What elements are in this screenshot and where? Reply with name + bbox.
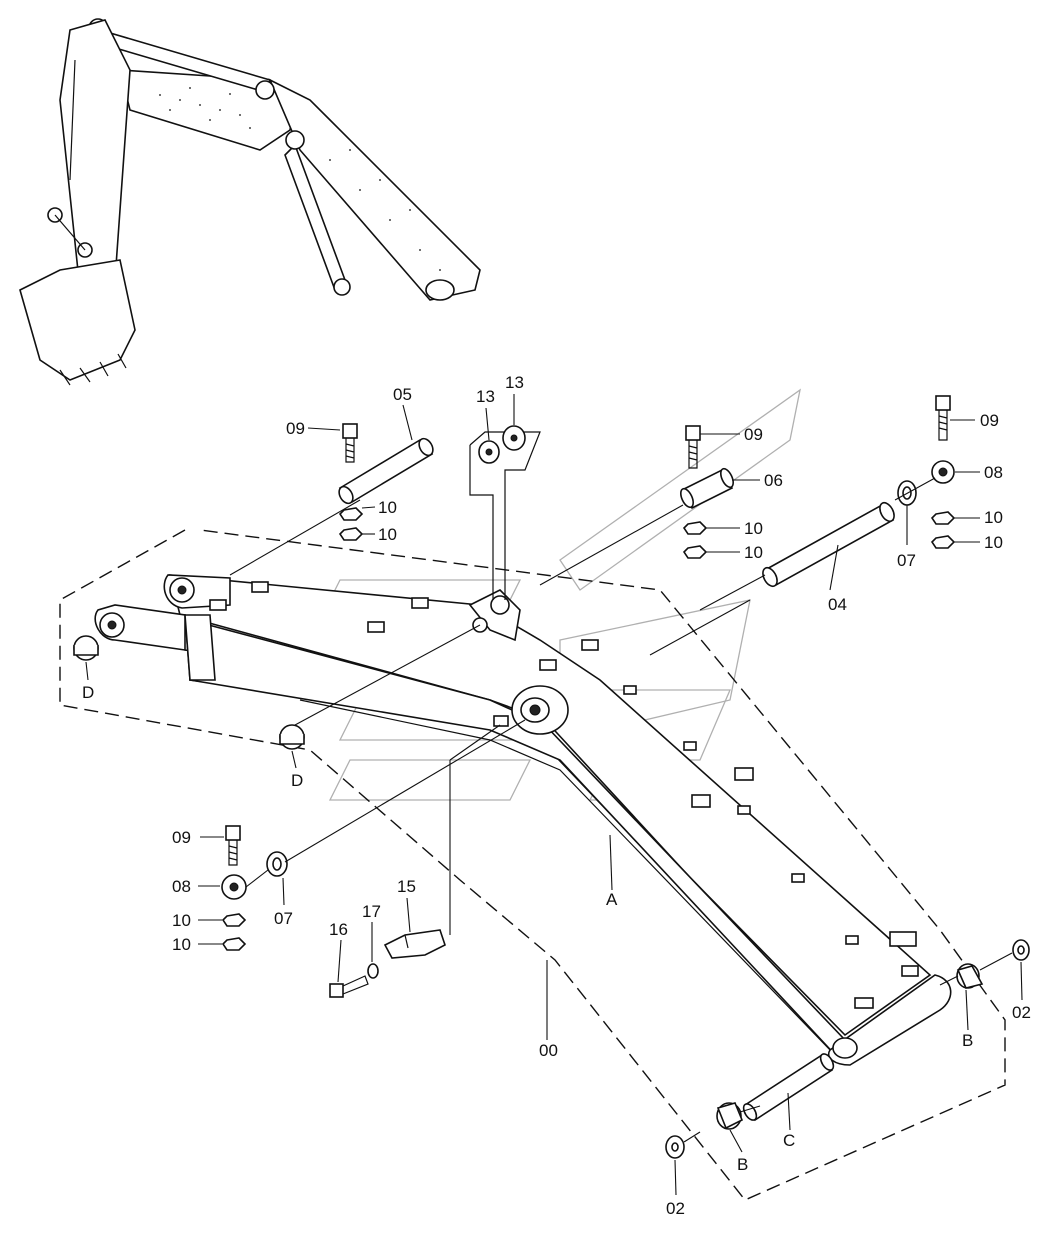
label-09-lower-left: 09 — [172, 828, 191, 847]
bolt-09-upper-right — [935, 395, 951, 441]
assembly-outline — [59, 529, 1006, 1201]
pin-C — [742, 1053, 835, 1122]
bolt-09-lower-left — [225, 825, 241, 866]
washer-07-lower — [266, 851, 288, 877]
pin-06 — [680, 467, 734, 510]
nut-10-upper-left — [338, 507, 364, 541]
pin-04 — [762, 501, 895, 588]
collar-08-lower — [221, 874, 247, 900]
label-09-upper-right: 09 — [980, 411, 999, 430]
leader-lines — [85, 394, 1023, 1196]
washer-02-right — [1012, 939, 1030, 961]
label-10-upper-right-b: 10 — [984, 533, 1003, 552]
label-07-lower: 07 — [274, 909, 293, 928]
label-08-lower: 08 — [172, 877, 191, 896]
bushing-B-left — [716, 1102, 744, 1130]
pin-05 — [338, 437, 434, 505]
label-10-upper-middle-b: 10 — [744, 543, 763, 562]
label-06: 06 — [764, 471, 783, 490]
label-B-left: B — [737, 1155, 748, 1174]
label-10-lower-left-a: 10 — [172, 911, 191, 930]
bracket-15 — [383, 929, 446, 959]
nut-10-lower-left — [221, 913, 247, 951]
bushing-D-upper — [73, 635, 99, 661]
label-09-upper-middle: 09 — [744, 425, 763, 444]
label-13-left: 13 — [476, 387, 495, 406]
bolt-09-upper-left — [342, 423, 358, 463]
label-08-upper: 08 — [984, 463, 1003, 482]
bolt-16 — [329, 975, 369, 998]
label-15: 15 — [397, 877, 416, 896]
label-A: A — [606, 890, 618, 909]
nut-10-upper-right — [930, 511, 956, 549]
washer-02-left — [665, 1135, 685, 1159]
label-02-left: 02 — [666, 1199, 685, 1218]
label-C: C — [783, 1131, 795, 1150]
excavator-overview-inset — [19, 18, 481, 386]
label-02-right: 02 — [1012, 1003, 1031, 1022]
washer-17 — [367, 963, 379, 979]
label-04: 04 — [828, 595, 847, 614]
label-09-upper-left: 09 — [286, 419, 305, 438]
label-05: 05 — [393, 385, 412, 404]
label-10-upper-left-b: 10 — [378, 525, 397, 544]
label-16: 16 — [329, 920, 348, 939]
label-10-upper-right-a: 10 — [984, 508, 1003, 527]
collar-08-upper — [931, 460, 955, 484]
label-00: 00 — [539, 1041, 558, 1060]
label-D-lower: D — [291, 771, 303, 790]
label-D-upper: D — [82, 683, 94, 702]
label-07-upper: 07 — [897, 551, 916, 570]
label-B-right: B — [962, 1031, 973, 1050]
label-17: 17 — [362, 902, 381, 921]
shim-13-pair — [469, 425, 541, 600]
nut-10-upper-middle — [682, 521, 708, 559]
boom-body — [94, 574, 952, 1066]
part-labels: 05 09 10 10 13 13 09 06 10 10 04 07 09 0… — [82, 373, 1031, 1218]
bushing-D-lower — [279, 724, 305, 750]
label-10-lower-left-b: 10 — [172, 935, 191, 954]
label-13-right: 13 — [505, 373, 524, 392]
bushing-B-right — [956, 963, 984, 989]
label-10-upper-left-a: 10 — [378, 498, 397, 517]
label-10-upper-middle-a: 10 — [744, 519, 763, 538]
bolt-09-upper-middle — [685, 425, 701, 469]
